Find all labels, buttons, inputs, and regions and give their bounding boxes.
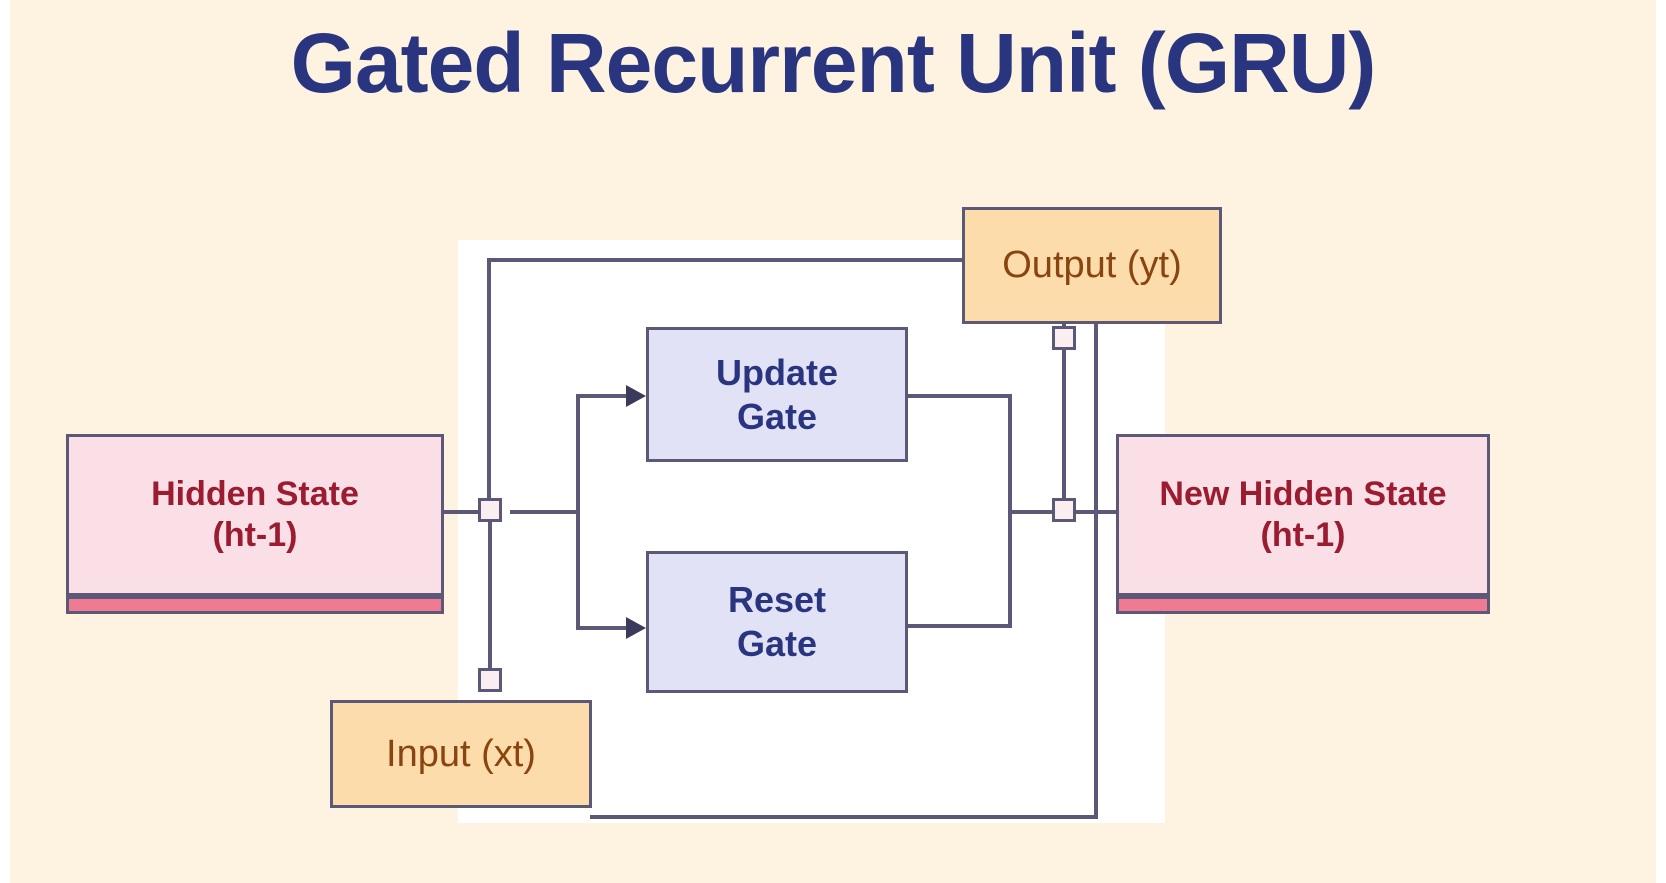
node-output[interactable]: Output (yt): [962, 207, 1222, 324]
edge-update-gate-out: [906, 394, 1012, 398]
node-update-gate-line2: Gate: [736, 395, 818, 437]
edge-output-down-to-right-junction: [1062, 324, 1066, 512]
edge-merge-to-right-junction: [1008, 510, 1054, 514]
edge-rail-to-update-gate: [576, 394, 628, 398]
edge-junction-to-gate-rail: [510, 510, 580, 514]
edge-junction-to-input-vertical: [488, 522, 492, 670]
node-output-label: Output (yt): [1002, 244, 1182, 287]
arrowhead-update-gate: [626, 385, 646, 407]
node-new-hidden-state[interactable]: New Hidden State (ht-1): [1116, 434, 1490, 614]
node-update-gate-line1: Update: [715, 351, 838, 393]
node-reset-gate-line1: Reset: [727, 579, 827, 621]
page-title: Gated Recurrent Unit (GRU): [290, 16, 1377, 110]
edge-hidden-to-output-vertical: [487, 258, 491, 510]
edge-hidden-state-out: [444, 510, 490, 514]
arrowhead-reset-gate: [626, 617, 646, 639]
edge-hidden-to-output-horizontal: [487, 258, 964, 262]
node-hidden-state-line2: (ht-1): [212, 516, 298, 554]
junction-output[interactable]: [1052, 326, 1076, 350]
junction-right[interactable]: [1052, 498, 1076, 522]
node-new-hidden-state-line2: (ht-1): [1260, 516, 1346, 554]
edge-gate-split-rail: [576, 394, 580, 630]
edge-reset-gate-out: [906, 624, 1012, 628]
node-update-gate[interactable]: Update Gate: [646, 327, 908, 462]
right-film-bar: [1656, 0, 1666, 883]
edge-right-junction-to-new-hidden-state: [1076, 510, 1120, 514]
left-film-bar: [0, 0, 10, 883]
edge-input-bottom-rail: [590, 815, 1098, 819]
node-reset-gate[interactable]: Reset Gate: [646, 551, 908, 693]
node-hidden-state-line1: Hidden State: [151, 474, 359, 513]
junction-input[interactable]: [478, 668, 502, 692]
node-input[interactable]: Input (xt): [330, 700, 592, 808]
node-input-label: Input (xt): [386, 732, 536, 775]
edge-output-down-to-input-rail: [1094, 324, 1098, 819]
junction-left[interactable]: [478, 498, 502, 522]
node-reset-gate-line2: Gate: [736, 623, 818, 664]
node-hidden-state[interactable]: Hidden State (ht-1): [66, 434, 444, 614]
edge-rail-to-reset-gate: [576, 626, 628, 630]
node-new-hidden-state-line1: New Hidden State: [1159, 474, 1447, 513]
